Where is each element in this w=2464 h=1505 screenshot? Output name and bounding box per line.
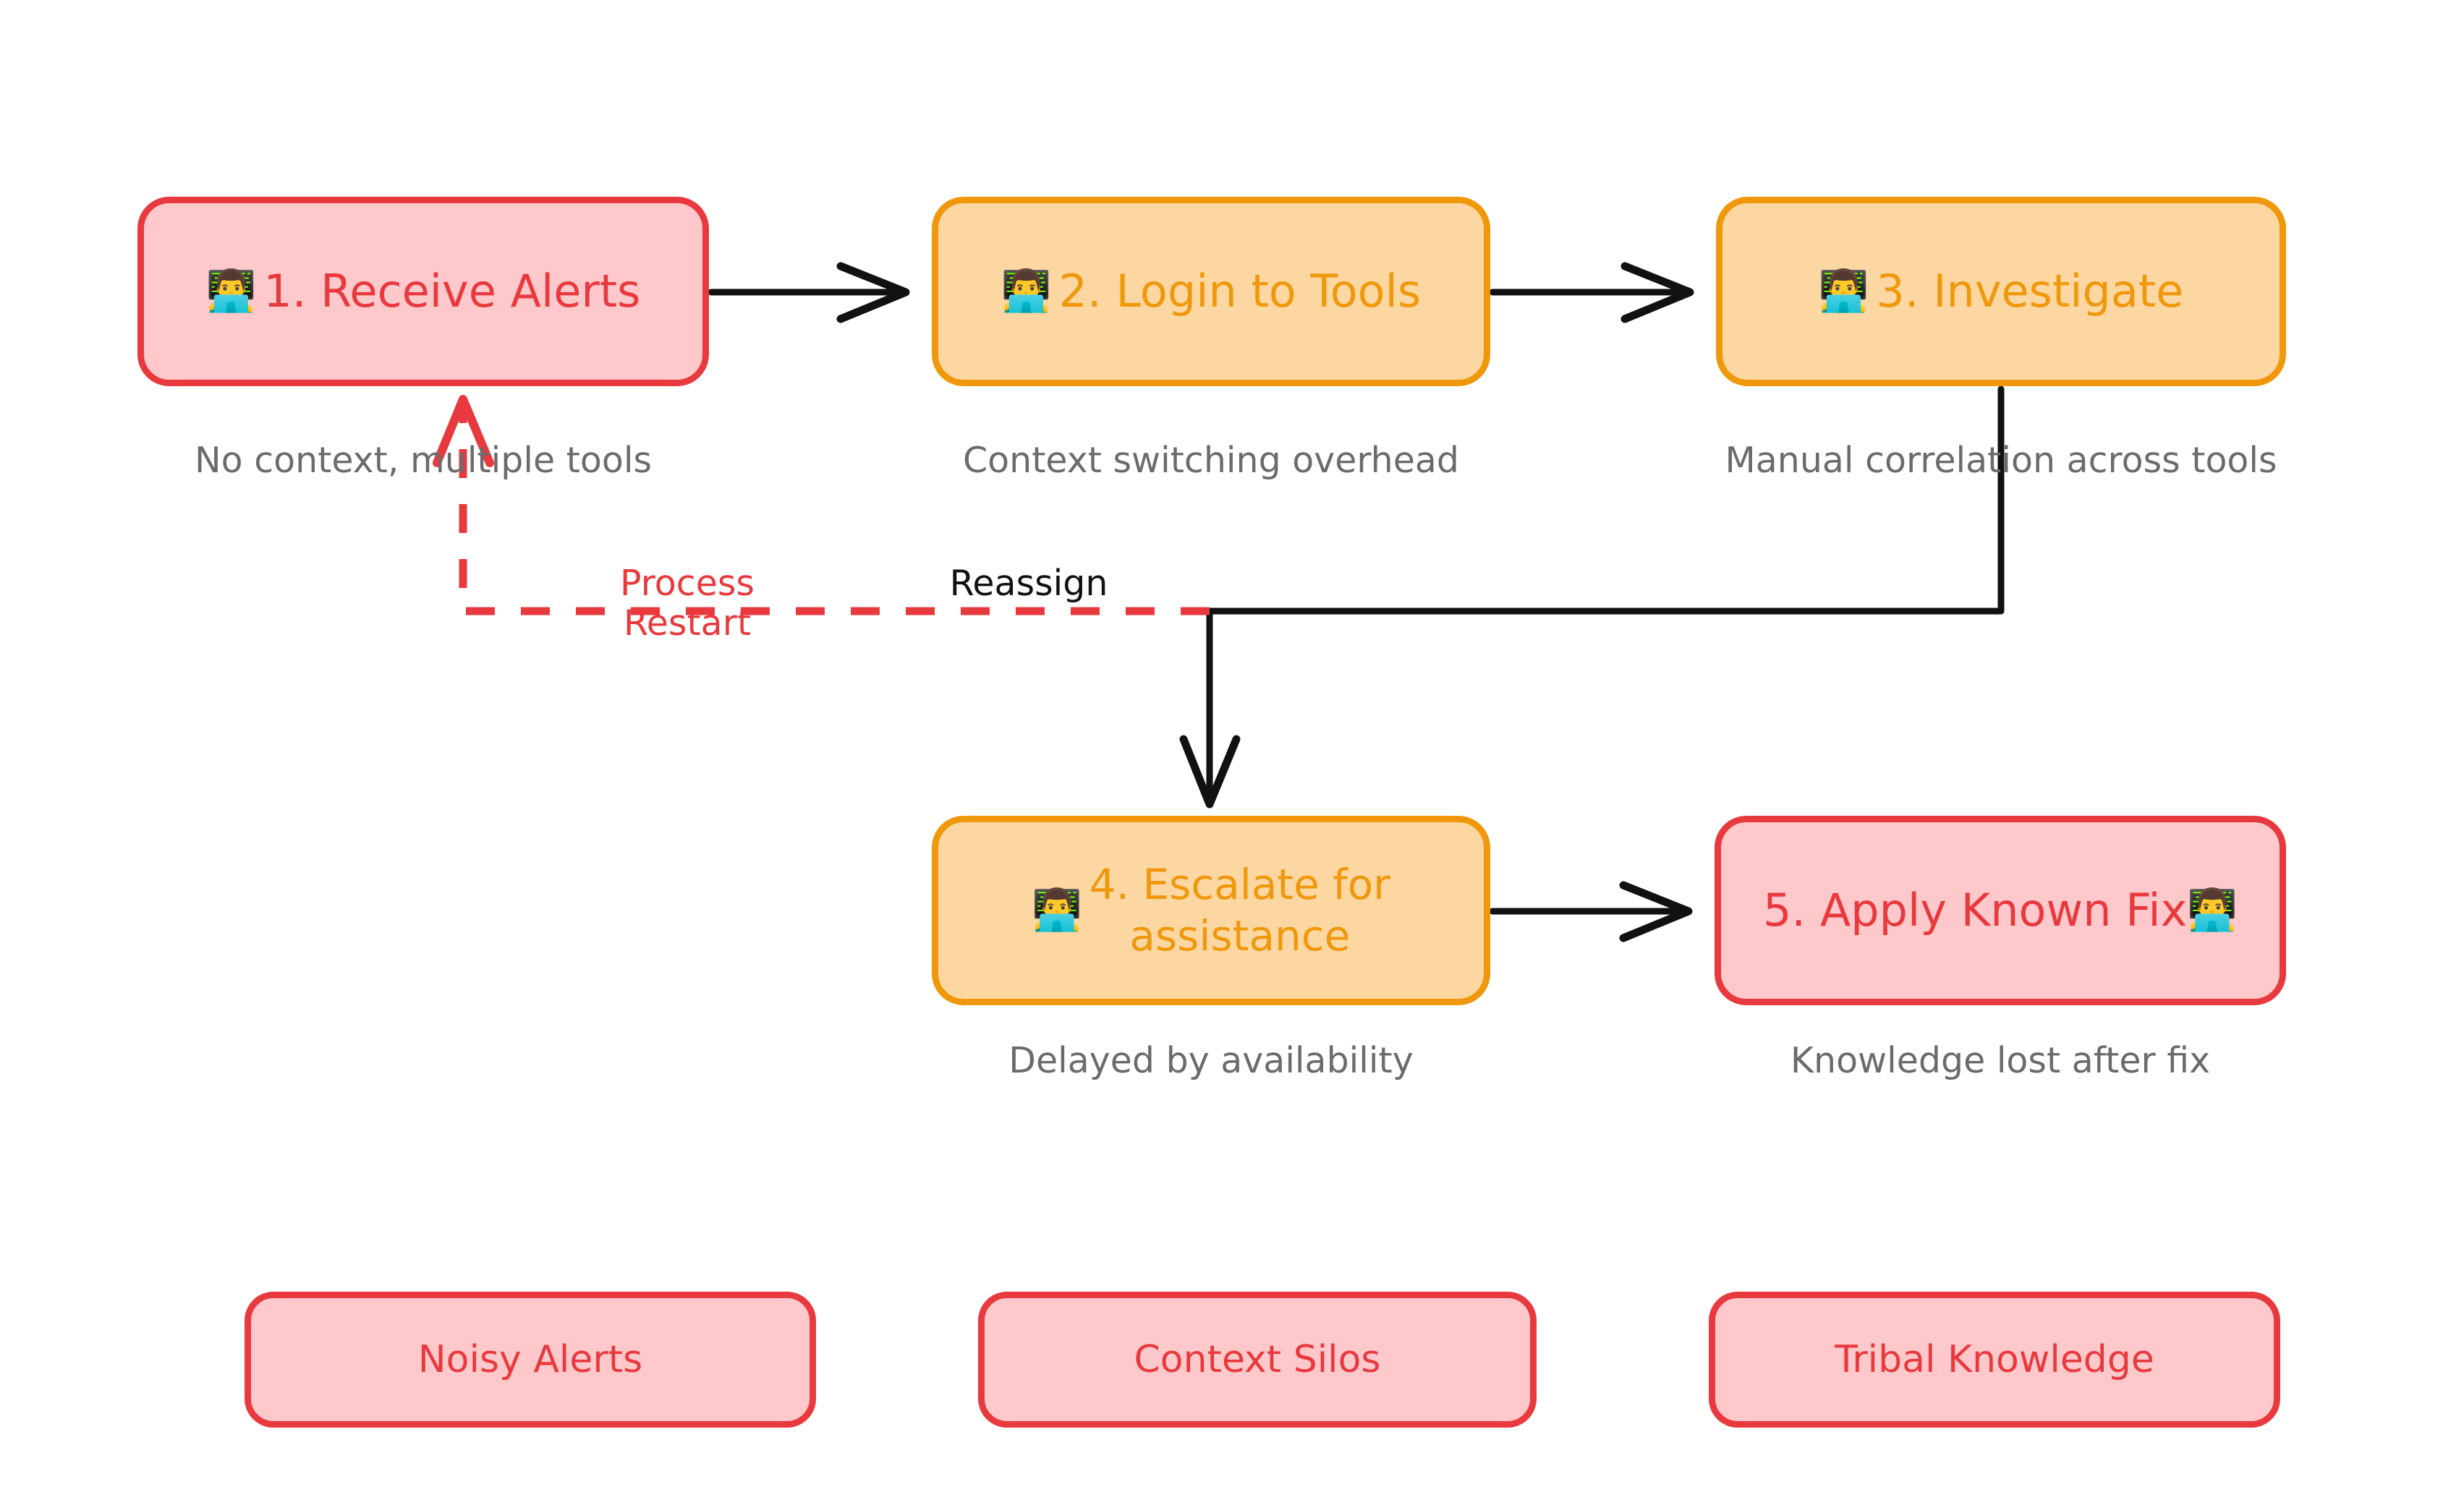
node-caption-receive-alerts: No context, multiple tools (194, 440, 653, 481)
edge-label-process-restart: Process Restart (620, 563, 755, 644)
node-label: 👨‍💻 4. Escalate for assistance (1032, 859, 1390, 962)
node-label-text: 3. Investigate (1876, 265, 2184, 318)
node-caption-escalate: Delayed by availability (1008, 1040, 1414, 1081)
node-login-to-tools[interactable]: 👨‍💻 2. Login to Tools (932, 197, 1490, 386)
edge-n4-n5 (1489, 881, 1693, 942)
person-computer-icon: 👨‍💻 (1031, 887, 1082, 934)
edge-n1-n2 (708, 262, 910, 323)
node-apply-known-fix[interactable]: 5. Apply Known Fix 👨‍💻 (1715, 816, 2286, 1005)
node-label: 👨‍💻 1. Receive Alerts (206, 264, 641, 319)
node-caption-investigate: Manual correlation across tools (1725, 440, 2277, 481)
node-label-line1: 4. Escalate for (1089, 860, 1391, 910)
node-label-text: 1. Receive Alerts (263, 265, 641, 318)
node-label: 👨‍💻 2. Login to Tools (1001, 264, 1421, 319)
node-label: 👨‍💻 3. Investigate (1819, 264, 2184, 319)
person-computer-icon: 👨‍💻 (1001, 268, 1052, 315)
pain-point-context-silos[interactable]: Context Silos (978, 1292, 1537, 1428)
pain-point-tribal-knowledge[interactable]: Tribal Knowledge (1709, 1292, 2280, 1428)
node-receive-alerts[interactable]: 👨‍💻 1. Receive Alerts (137, 197, 709, 386)
node-caption-login-to-tools: Context switching overhead (962, 440, 1460, 481)
node-label-text: 2. Login to Tools (1058, 265, 1422, 318)
pain-point-noisy-alerts[interactable]: Noisy Alerts (245, 1292, 816, 1428)
node-investigate[interactable]: 👨‍💻 3. Investigate (1716, 197, 2286, 386)
node-caption-apply-known-fix: Knowledge lost after fix (1790, 1040, 2211, 1081)
person-computer-icon: 👨‍💻 (205, 268, 257, 315)
node-escalate-for-assistance[interactable]: 👨‍💻 4. Escalate for assistance (932, 816, 1490, 1005)
pain-point-label: Noisy Alerts (417, 1338, 643, 1381)
pain-point-label: Context Silos (1134, 1338, 1381, 1381)
node-label-line2: assistance (1129, 911, 1351, 960)
node-label-text: 5. Apply Known Fix (1762, 884, 2188, 937)
edge-n2-n3 (1489, 262, 1694, 323)
node-label: 5. Apply Known Fix 👨‍💻 (1763, 883, 2238, 938)
node-label-text: 4. Escalate for assistance (1089, 859, 1390, 962)
edge-label-reassign: Reassign (949, 563, 1108, 604)
person-computer-icon: 👨‍💻 (1818, 268, 1869, 315)
person-computer-icon: 👨‍💻 (2187, 887, 2238, 934)
pain-point-label: Tribal Knowledge (1835, 1338, 2154, 1381)
